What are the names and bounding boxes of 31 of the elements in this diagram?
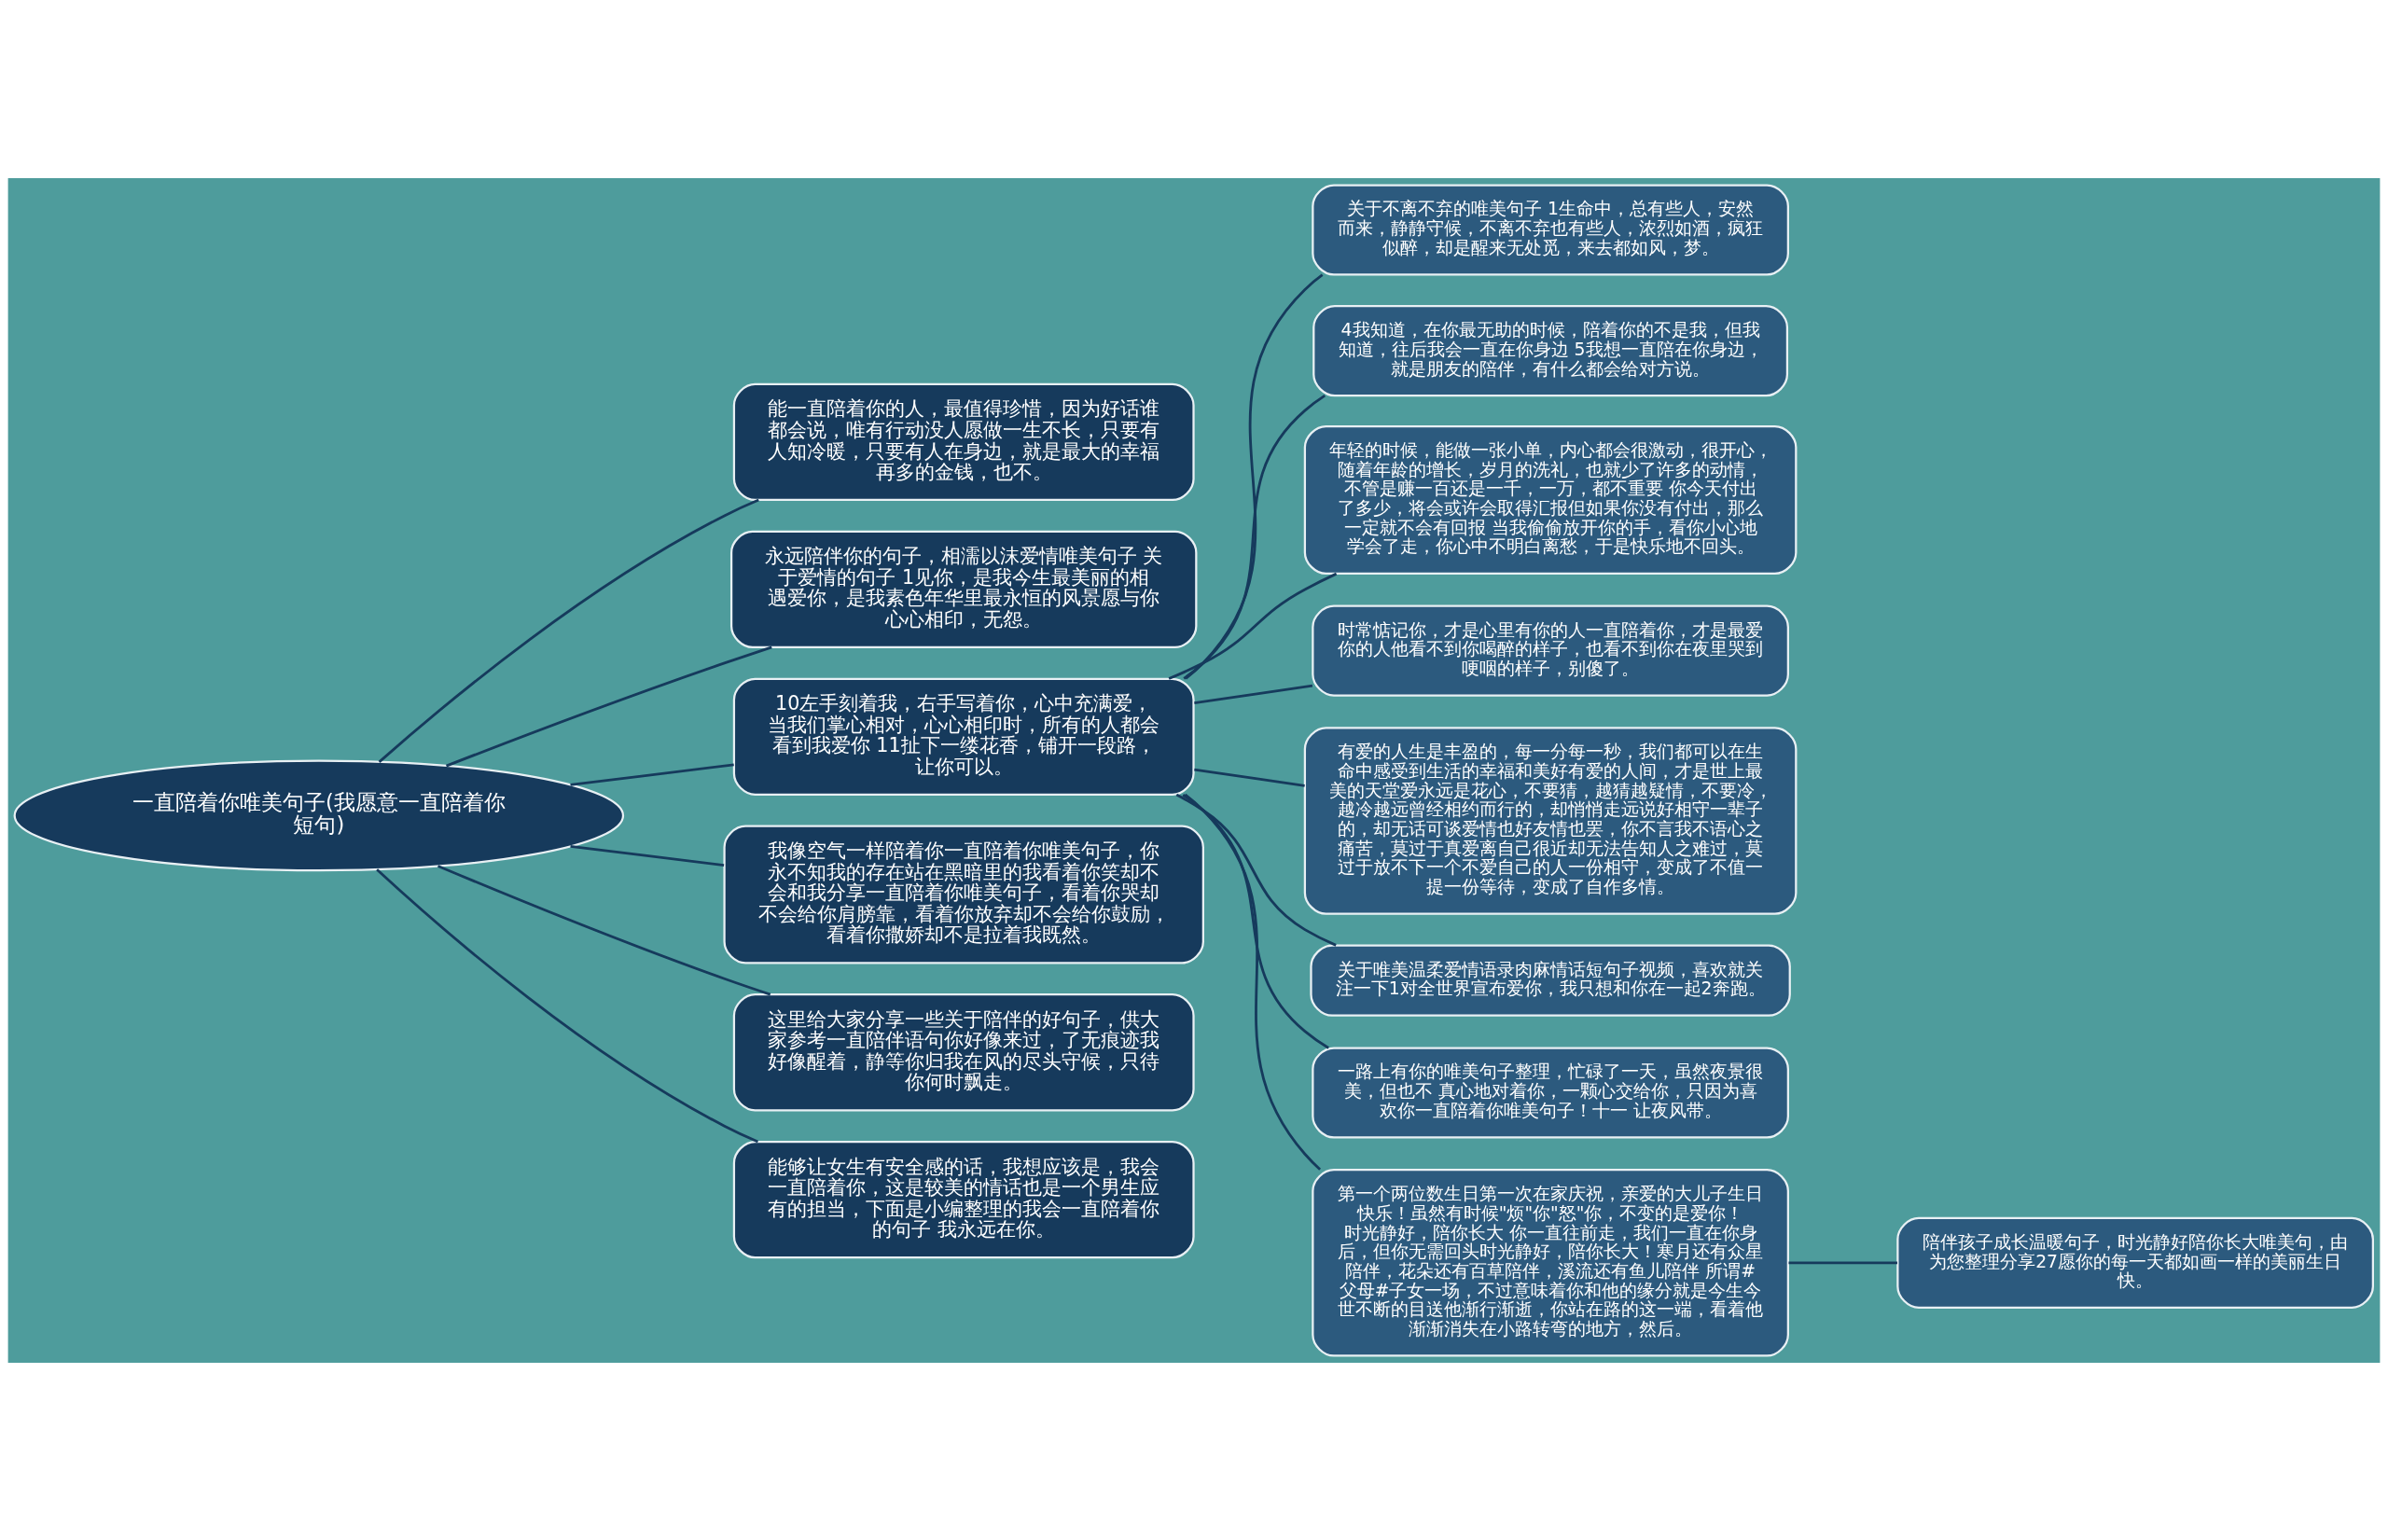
node-box: 能一直陪着你的人，最值得珍惜，因为好话谁都会说，唯有行动没人愿做一生不长，只要有人知冷暖，只要有人在身边，就是最大的幸福再多的金钱，也不。 — [732, 382, 1195, 501]
node-box: 这里给大家分享一些关于陪伴的好句子，供大家参考一直陪伴语句你好像来过，了无痕迹我好像醒着，静等你归我在风的尽头守候，只待你何时飘走。 — [732, 992, 1195, 1111]
connector — [570, 844, 725, 867]
node-box: 有爱的人生是丰盈的，每一分每一秒，我们都可以在生命中感受到生活的幸福和美好有爱的人间，才是世上最美的天堂爱永远是花心，不要猜，越猜越疑情，不要冷，越冷越远曾经相约而行的，却悄悄走远说好相守一辈子的，却无话可谈爱情也好友情也罢，你不言我不语心之痛苦，莫过于真爱离自己很近却无法告知人之难过，莫过于放不下一个不爱自己的人一份相守，变成了不值一提一份等待，变成了自作多情。 — [1303, 726, 1798, 915]
node-box: 能够让女生有安全感的话，我想应该是，我会一直陪着你，这是较美的情话也是一个男生应有的担当，下面是小编整理的我会一直陪着你的句子 我永远在你。 — [732, 1140, 1195, 1258]
node-box: 一路上有你的唯美句子整理，忙碌了一天，虽然夜景很美，但也不 真心地对着你，一颗心交给你，只因为喜欢你一直陪着你唯美句子！十一 让夜风带。 — [1312, 1046, 1789, 1139]
node-box: 时常惦记你，才是心里有你的人一直陪着你，才是最爱你的人他看不到你喝醉的样子，也看不到你在夜里哭到哽咽的样子，别傻了。 — [1312, 604, 1789, 697]
node-box: 关于唯美温柔爱情语录肉麻情话短句子视频，喜欢就关注一下1对全世界宣布爱你，我只想和你在一起2奔跑。 — [1310, 943, 1791, 1017]
node-ellipse: 一直陪着你唯美句子(我愿意一直陪着你短句) — [13, 759, 625, 871]
connector — [570, 763, 734, 786]
connector — [1185, 273, 1324, 680]
connector — [437, 864, 771, 995]
node-box: 第一个两位数生日第一次在家庆祝，亲爱的大儿子生日快乐！虽然有时候"烦"你"怒"你，不变的是爱你！时光静好，陪你长大 你一直往前走，我们一直在你身后，但你无需回头时光静好，陪你长大！寒月还有众星陪伴，花朵还有百草陪伴，溪流还有鱼儿陪伴 所谓#父母#子女一场，不过意味着你和他的缘分就是今生今世不断的目送他渐行渐逝，你站在路的这一端，看着他渐渐消失在小路转弯的地方，然后。 — [1312, 1168, 1789, 1357]
connector — [1183, 394, 1326, 680]
connector — [1788, 1260, 1897, 1264]
connector — [1175, 793, 1337, 947]
connector — [1194, 768, 1305, 787]
connector — [378, 498, 759, 763]
node-box: 关于不离不弃的唯美句子 1生命中，总有些人，安然而来，静静守候，不离不弃也有些人，浓烈如酒，疯狂似醉，却是醒来无处觅，来去都如风，梦。 — [1312, 183, 1789, 276]
node-box: 4我知道，在你最无助的时候，陪着你的不是我，但我知道，往后我会一直在你身边 5我想一直陪在你身边，就是朋友的陪伴，有什么都会给对方说。 — [1312, 304, 1789, 396]
node-box: 10左手刻着我，右手写着你，心中充满爱，当我们掌心相对，心心相印时，所有的人都会看到我爱你 11扯下一缕花香，铺开一段路，让你可以。 — [732, 677, 1195, 796]
connector — [445, 645, 772, 767]
node-box: 年轻的时候，能做一张小单，内心都会很激动，很开心，随着年龄的增长，岁月的洗礼，也就少了许多的动情，不管是赚一百还是一千，一万，都不重要 你今天付出了多少，将会或许会取得汇报但如果你没有付出，那么一定就不会有回报 当我偷偷放开你的手，看你小心地学会了走，你心中不明白离愁，于是快乐地不回头。 — [1303, 424, 1798, 575]
node-box: 我像空气一样陪着你一直陪着你唯美句子，你永不知我的存在站在黑暗里的我看着你笑却不会和我分享一直陪着你唯美句子，看着你哭却不会给你肩膀靠，看着你放弃却不会给你鼓励，看着你撒娇却不是拉着我既然。 — [723, 825, 1204, 964]
connector — [376, 867, 758, 1143]
connector — [1182, 793, 1329, 1049]
node-box: 陪伴孩子成长温暖句子，时光静好陪你长大唯美句，由为您整理分享27愿你的每一天都如画一样的美丽生日快。 — [1896, 1216, 2374, 1309]
connector — [1184, 793, 1322, 1171]
connector — [1168, 572, 1338, 680]
node-box: 永远陪伴你的句子，相濡以沫爱情唯美句子 关于爱情的句子 1见你，是我今生最美丽的相遇爱你，是我素色年华里最永恒的风景愿与你心心相印，无怨。 — [730, 530, 1198, 648]
connector — [1194, 684, 1313, 704]
